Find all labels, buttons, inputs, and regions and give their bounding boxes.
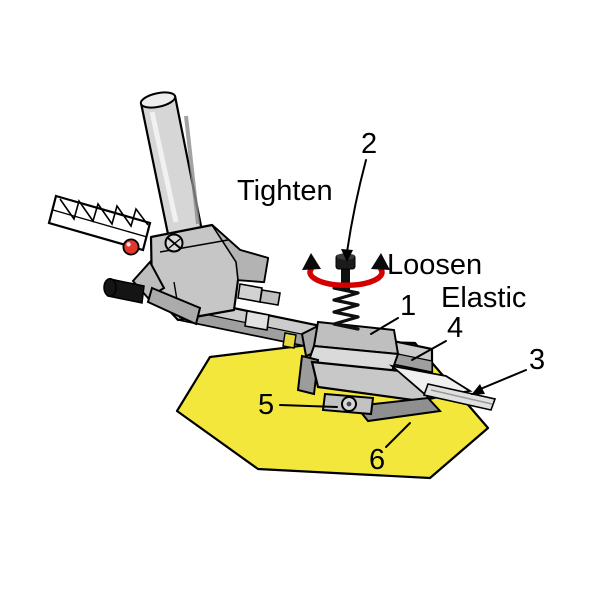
serration-teeth (59, 198, 149, 228)
handle (139, 91, 204, 241)
leader-3 (477, 369, 527, 391)
leader-1 (370, 317, 399, 335)
serrated-guide-strip (47, 194, 152, 252)
leader-2-arrowhead (341, 249, 353, 262)
label-3: 3 (529, 344, 545, 376)
bar-guide-tab (244, 310, 270, 331)
label-1: 1 (400, 290, 416, 322)
red-knob (122, 238, 140, 256)
label-elastic: Elastic (441, 282, 526, 314)
leader-lines (279, 159, 527, 448)
bracket-step (211, 224, 269, 283)
leader-2 (346, 159, 367, 253)
arrowhead-tighten (302, 253, 321, 270)
handle-cap (139, 91, 177, 109)
rotation-arrow (302, 253, 390, 289)
bracket-assembly (131, 223, 281, 326)
label-6: 6 (369, 444, 385, 476)
rotation-arrow-arc (307, 266, 385, 289)
clamp-tab-left (237, 283, 263, 303)
label-5: 5 (258, 389, 274, 421)
bracket-lever (146, 286, 202, 326)
leader-3-arrowhead (471, 384, 485, 395)
thread-guide-tip (282, 332, 297, 349)
presser-foot (296, 354, 497, 423)
adjustment-knob-black (103, 277, 145, 304)
label-4: 4 (447, 312, 463, 344)
foot-bottom-plate (354, 396, 443, 423)
labels: Tighten 2 Loosen 1 Elastic 4 3 5 6 (237, 128, 545, 476)
red-knob-body (122, 238, 140, 256)
leader-5 (279, 404, 338, 408)
screw-shaft (341, 266, 350, 290)
leader-6 (385, 422, 411, 448)
spring-coil (332, 286, 360, 331)
leader-4 (411, 340, 447, 361)
label-loosen: Loosen (387, 249, 482, 281)
label-2: 2 (361, 128, 377, 160)
arrowhead-loosen (371, 253, 390, 270)
label-tighten: Tighten (237, 175, 333, 207)
tension-screw-and-spring (332, 253, 360, 331)
clamp-tab-right (259, 289, 281, 306)
